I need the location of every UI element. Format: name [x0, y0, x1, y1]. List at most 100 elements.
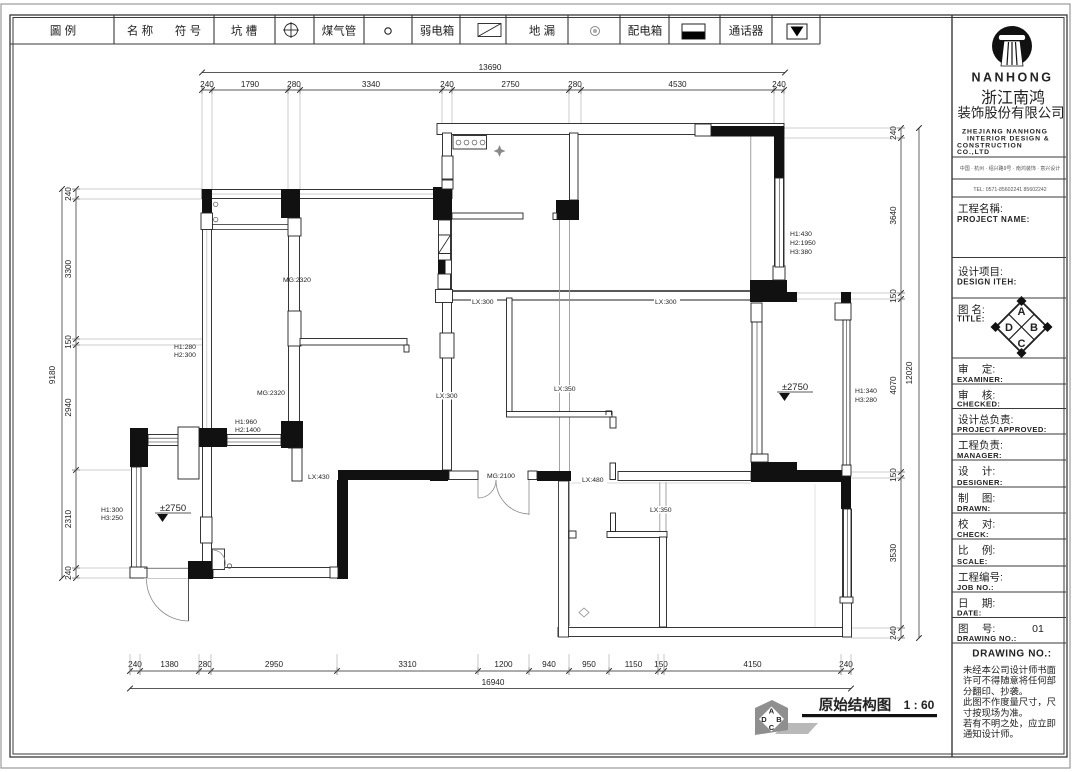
svg-text:MG:2320: MG:2320	[257, 390, 285, 397]
svg-text:2950: 2950	[265, 660, 284, 669]
svg-text:3530: 3530	[889, 543, 898, 562]
svg-text:比 例:: 比 例:	[958, 544, 995, 557]
svg-text:通知设计师。: 通知设计师。	[963, 728, 1019, 739]
svg-text:设 计:: 设 计:	[958, 465, 995, 478]
svg-text:ZHEJIANG NANHONG: ZHEJIANG NANHONG	[962, 129, 1048, 136]
svg-text:工程负责:: 工程负责:	[958, 439, 1003, 452]
svg-text:240: 240	[440, 80, 454, 89]
svg-text:950: 950	[582, 660, 596, 669]
svg-text:1790: 1790	[241, 80, 260, 89]
svg-text:H3:250: H3:250	[101, 515, 123, 522]
svg-text:C: C	[1018, 338, 1026, 350]
svg-text:H2:1950: H2:1950	[790, 240, 816, 247]
svg-text:3340: 3340	[362, 80, 381, 89]
svg-text:B: B	[1030, 322, 1038, 334]
svg-text:H1:340: H1:340	[855, 388, 877, 395]
svg-text:圖 例: 圖 例	[50, 24, 76, 38]
svg-text:审 定:: 审 定:	[958, 363, 995, 376]
svg-text:01: 01	[1032, 623, 1044, 635]
svg-text:CONSTRUCTION: CONSTRUCTION	[957, 143, 1023, 150]
svg-text:9180: 9180	[48, 365, 57, 384]
svg-text:16940: 16940	[482, 678, 505, 687]
svg-text:DESIGNER:: DESIGNER:	[957, 478, 1003, 487]
svg-text:原始结构图: 原始结构图	[819, 696, 892, 714]
svg-text:TITLE:: TITLE:	[957, 315, 985, 324]
svg-text:C: C	[769, 723, 775, 732]
svg-text:MANAGER:: MANAGER:	[957, 451, 1002, 460]
svg-text:JOB NO.:: JOB NO.:	[957, 583, 994, 592]
svg-text:此图不作度量尺寸，尺: 此图不作度量尺寸，尺	[963, 696, 1056, 707]
svg-text:设计项目:: 设计项目:	[958, 265, 1003, 278]
svg-text:240: 240	[772, 80, 786, 89]
svg-text:MG:2100: MG:2100	[487, 473, 515, 480]
svg-text:若有不明之处，应立即: 若有不明之处，应立即	[963, 718, 1056, 729]
svg-text:分翻印、抄袭。: 分翻印、抄袭。	[963, 685, 1028, 696]
svg-text:审 核:: 审 核:	[958, 389, 995, 402]
svg-text:D: D	[761, 715, 767, 724]
svg-text:LX:300: LX:300	[655, 299, 677, 306]
svg-text:H1:280: H1:280	[174, 344, 196, 351]
svg-text:1380: 1380	[160, 660, 179, 669]
svg-text:DATE:: DATE:	[957, 609, 982, 618]
svg-text:通话器: 通话器	[729, 25, 764, 38]
svg-text:工程编号:: 工程编号:	[958, 571, 1003, 584]
svg-text:±2750: ±2750	[782, 382, 808, 393]
svg-text:H1:960: H1:960	[235, 419, 257, 426]
svg-text:A: A	[769, 707, 775, 716]
svg-text:H2:1400: H2:1400	[235, 427, 261, 434]
svg-text:H1:300: H1:300	[101, 507, 123, 514]
svg-text:±2750: ±2750	[160, 503, 186, 514]
svg-text:CHECK:: CHECK:	[957, 530, 989, 539]
svg-text:240: 240	[889, 626, 898, 640]
svg-text:4150: 4150	[743, 660, 762, 669]
svg-text:装饰股份有限公司: 装饰股份有限公司	[957, 106, 1064, 121]
svg-text:日 期:: 日 期:	[958, 598, 995, 610]
svg-text:设计总负责:: 设计总负责:	[958, 413, 1013, 426]
svg-text:许可不得随意将任何部: 许可不得随意将任何部	[963, 675, 1056, 686]
svg-text:4070: 4070	[889, 376, 898, 395]
svg-text:煤气管: 煤气管	[322, 24, 357, 38]
svg-text:工程名稱:: 工程名稱:	[958, 202, 1003, 215]
svg-text:配电箱: 配电箱	[628, 24, 663, 38]
svg-text:制 图:: 制 图:	[958, 492, 995, 505]
svg-text:LX:480: LX:480	[582, 477, 604, 484]
svg-text:名 称: 名 称	[127, 24, 154, 38]
svg-text:1 : 60: 1 : 60	[904, 698, 935, 712]
svg-text:240: 240	[839, 660, 853, 669]
svg-text:弱电箱: 弱电箱	[420, 24, 455, 38]
svg-text:DRAWING NO.:: DRAWING NO.:	[957, 634, 1017, 643]
svg-text:H1:430: H1:430	[790, 231, 812, 238]
svg-text:12020: 12020	[905, 361, 914, 384]
svg-text:SCALE:: SCALE:	[957, 557, 988, 566]
svg-text:4530: 4530	[668, 80, 687, 89]
svg-text:240: 240	[64, 187, 73, 201]
svg-text:2310: 2310	[64, 509, 73, 528]
svg-text:坑 槽: 坑 槽	[231, 24, 258, 38]
svg-text:H3:380: H3:380	[790, 249, 812, 256]
svg-text:3310: 3310	[398, 660, 417, 669]
svg-text:中国 · 杭州 · 绍兴路9号 · 南鸿装饰 · 意兴设计: 中国 · 杭州 · 绍兴路9号 · 南鸿装饰 · 意兴设计	[960, 165, 1061, 172]
svg-text:CO.,LTD: CO.,LTD	[957, 149, 990, 156]
svg-text:TEL: 0571-85602241 856022: TEL: 0571-85602241 85602242	[973, 187, 1046, 193]
svg-text:13690: 13690	[479, 63, 502, 72]
svg-text:940: 940	[542, 660, 556, 669]
svg-text:D: D	[1005, 322, 1013, 334]
svg-text:图 名:: 图 名:	[958, 303, 985, 316]
svg-text:DESIGN ITEH:: DESIGN ITEH:	[957, 278, 1017, 287]
svg-text:2940: 2940	[64, 398, 73, 417]
svg-text:150: 150	[64, 335, 73, 349]
svg-text:校 对:: 校 对:	[958, 518, 995, 531]
svg-text:LX:430: LX:430	[308, 474, 330, 481]
svg-text:CHECKED:: CHECKED:	[957, 400, 1000, 409]
svg-text:240: 240	[128, 660, 142, 669]
svg-text:LX:300: LX:300	[472, 299, 494, 306]
svg-text:150: 150	[889, 289, 898, 303]
svg-text:MG:2320: MG:2320	[283, 277, 311, 284]
svg-text:H3:280: H3:280	[855, 397, 877, 404]
svg-text:LX:300: LX:300	[436, 393, 458, 400]
svg-text:240: 240	[889, 126, 898, 140]
svg-text:DRAWING NO.:: DRAWING NO.:	[972, 649, 1051, 660]
svg-text:LX:350: LX:350	[554, 386, 576, 393]
svg-text:280: 280	[198, 660, 212, 669]
svg-text:LX:350: LX:350	[650, 507, 672, 514]
